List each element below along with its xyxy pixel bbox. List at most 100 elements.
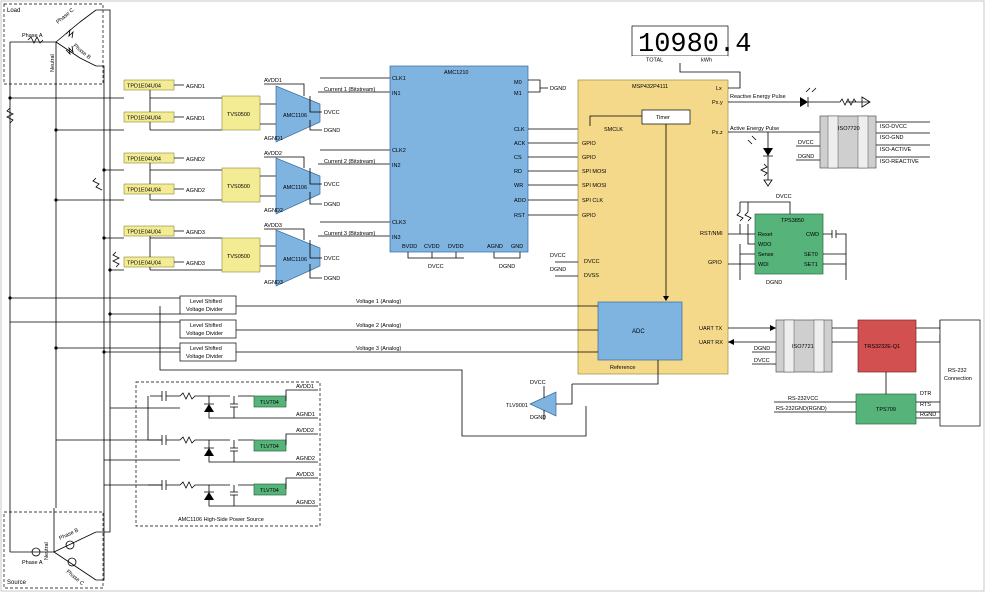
power-agnd-2: AGND2	[296, 456, 315, 462]
rs232-connector	[939, 319, 981, 427]
tpd-section: TPD1E04U04 TPD1E04U04 TPD1E04U04 TPD1E04…	[123, 79, 276, 273]
reference-label: Reference	[610, 365, 635, 371]
tps3850	[754, 213, 824, 275]
msp-pin-uart-rx: UART RX	[699, 340, 723, 346]
agnd-label-1: AGND1	[186, 84, 205, 90]
amc1106-1-label: AMC1106	[283, 113, 307, 119]
agnd-label-6: AGND3	[186, 261, 205, 267]
tlv704-1	[253, 395, 287, 408]
rs232-rgnd: RGND	[920, 412, 936, 418]
amc-dvcc-2: DVCC	[324, 182, 340, 188]
iso-active-label: ISO-ACTIVE	[880, 147, 912, 153]
kwh-display: 10980.4 TOTAL kWh	[631, 25, 751, 89]
tvs-1	[221, 95, 261, 131]
tvs-3-label: TVS0500	[227, 254, 250, 260]
pulse-section: Reactive Energy Pulse Active Energy Puls…	[728, 87, 871, 187]
adc-label: ADC	[632, 329, 645, 335]
source-phase-c: Phase C	[65, 569, 85, 587]
tps-reset: Reset	[758, 232, 773, 238]
amc1106-2-label: AMC1106	[283, 185, 307, 191]
tpd-1-label: TPD1E04U04	[127, 84, 161, 90]
amc-avdd-2: AVDD2	[264, 151, 282, 157]
iso-dvcc-label: ISO-DVCC	[880, 124, 907, 130]
amc1210-pin-clk3: CLK3	[392, 220, 406, 226]
amc-agnd-3: AGND3	[264, 280, 283, 286]
amc-agnd-2: AGND2	[264, 208, 283, 214]
msp-pin-spiclk: SPI CLK	[582, 198, 603, 204]
amc1210-m-dgnd: DGND	[550, 86, 566, 92]
msp-pin-rstnmi: RST/NMI	[700, 231, 723, 237]
load-phase-c: Phase C	[55, 7, 75, 25]
rs232-rts: RTS	[920, 402, 931, 408]
active-pulse-label: Active Energy Pulse	[730, 126, 779, 132]
amc1106-2	[275, 157, 321, 215]
source-label: Source	[7, 580, 27, 586]
amc1210-pin-clk1: CLK1	[392, 76, 406, 82]
tps-wdi: WDI	[758, 262, 769, 268]
tlv704-3-label: TLV704	[260, 488, 279, 494]
amc1210-pin-wr: WR	[514, 183, 523, 189]
amc1210-dvcc: DVCC	[428, 264, 444, 270]
rs232-dtr: DTR	[920, 391, 931, 397]
display-value: 10980.4	[638, 30, 751, 60]
amc1210-pin-rd: RD	[514, 169, 522, 175]
amc1210-pin-in2: IN2	[392, 163, 401, 169]
msp-pin-gpio-r: GPIO	[708, 260, 722, 266]
amc1210-pin-cs: CS	[514, 155, 522, 161]
agnd-label-3: AGND2	[186, 157, 205, 163]
amc1210-pin-m1: M1	[514, 91, 522, 97]
tlv9001-dgnd: DGND	[530, 415, 546, 421]
amc1210-pin-ack: ACK	[514, 141, 526, 147]
amc1210-pin-ado: ADO	[514, 198, 527, 204]
current-2-label: Current 2 (Bitstream)	[324, 159, 376, 165]
divider-3-l1: Level Shifted	[190, 346, 222, 352]
msp-pin-gpio-3: GPIO	[582, 213, 596, 219]
amc1106-section: AMC1106 AMC1106 AMC1106 AVDD1 AVDD2 AVDD…	[264, 77, 390, 287]
tlv704-2	[253, 439, 287, 452]
trs3232e	[857, 319, 917, 373]
tps3850-block: TPS3850 Reset WDO Sense WDI CWD SET0 SET…	[728, 194, 847, 286]
trs-label: TRS3232E-Q1	[864, 344, 900, 350]
current-1-label: Current 1 (Bitstream)	[324, 87, 376, 93]
divider-3-l2: Voltage Divider	[186, 354, 223, 360]
amc1210-pin-in1: IN1	[392, 91, 401, 97]
msp-pin-dvcc: DVCC	[584, 259, 600, 265]
amc1210-pin-agnd: AGND	[487, 244, 503, 250]
amc-dgnd-1: DGND	[324, 128, 340, 134]
agnd-label-2: AGND1	[186, 116, 205, 122]
amc1210-pin-cvdd: CVDD	[424, 244, 440, 250]
divider-2-l2: Voltage Divider	[186, 331, 223, 337]
tps-dgnd: DGND	[766, 280, 782, 286]
tpd-4-label: TPD1E04U04	[127, 188, 161, 194]
tlv704-3	[253, 483, 287, 496]
agnd-label-5: AGND3	[186, 230, 205, 236]
source-phase-b: Phase B	[58, 527, 80, 541]
source-block: Source Phase A Phase B Phase C Neutral	[3, 508, 104, 589]
tvs-2-label: TVS0500	[227, 184, 250, 190]
tlv9001-dvcc: DVCC	[530, 380, 546, 386]
iso7720-dgnd: DGND	[798, 154, 814, 160]
tps3850-label: TPS3850	[781, 218, 804, 224]
tlv9001-block: TLV9001 DVCC DGND	[506, 380, 573, 421]
power-avdd-1: AVDD1	[296, 384, 314, 390]
tps-sense: Sense	[758, 252, 774, 258]
amc1210-pin-bvdd: BVDD	[402, 244, 417, 250]
msp-ext-dvcc: DVCC	[550, 253, 566, 259]
amc1210-pin-dvdd: DVDD	[448, 244, 464, 250]
display-unit: kWh	[701, 58, 712, 64]
tvs-1-label: TVS0500	[227, 112, 250, 118]
load-block: Load Phase A Phase C Phase B Neutral	[3, 3, 104, 88]
voltage-3-label: Voltage 3 (Analog)	[356, 346, 401, 352]
power-source-block: AMC1106 High-Side Power Source TLV704 TL…	[135, 381, 321, 527]
msp-pin-smclk: SMCLK	[604, 127, 623, 133]
power-avdd-2: AVDD2	[296, 428, 314, 434]
voltage-1-label: Voltage 1 (Analog)	[356, 299, 401, 305]
iso7721-dvcc: DVCC	[754, 358, 770, 364]
rs232vcc-label: RS-232VCC	[788, 396, 818, 402]
amc1210-block: AMC1210 CLK1 IN1 CLK2 IN2 CLK3 IN3 BVDD …	[389, 65, 578, 270]
amc1210	[389, 65, 529, 253]
power-agnd-3: AGND3	[296, 500, 315, 506]
amc1210-pin-clk2: CLK2	[392, 148, 406, 154]
uart-section: ISO7721 DGND DVCC TRS3232E-Q1 TPS709 RS-…	[728, 319, 981, 427]
